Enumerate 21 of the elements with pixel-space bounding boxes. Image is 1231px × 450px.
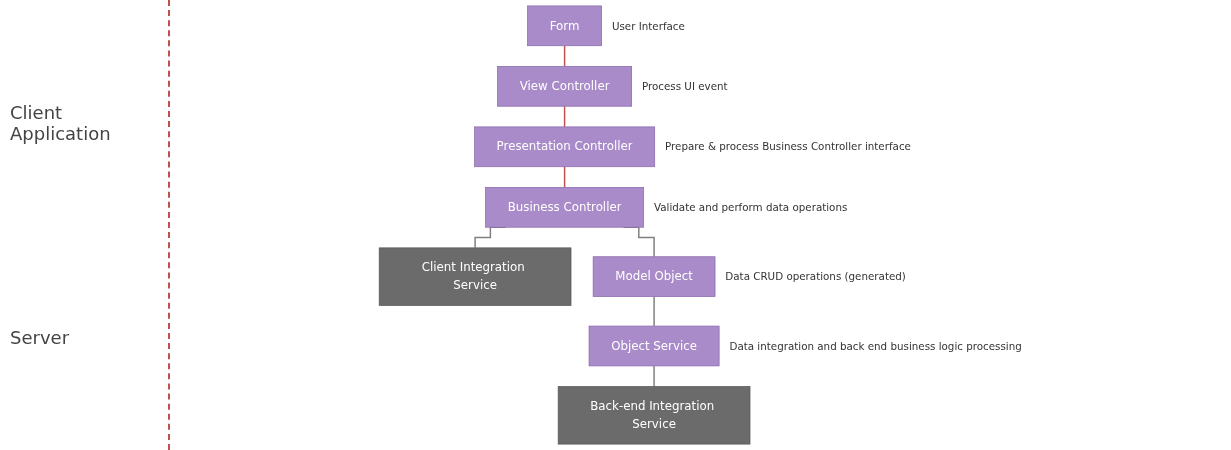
- node-box: Presentation Controller: [474, 126, 656, 168]
- connector: [653, 295, 655, 327]
- connector: [563, 45, 566, 68]
- node-caption: Prepare & process Business Controller interface: [665, 140, 911, 153]
- connector: [563, 105, 566, 128]
- node-box: Business Controller: [485, 187, 645, 228]
- node-caption: User Interface: [611, 19, 685, 32]
- node-box: Object Service: [588, 325, 720, 367]
- node-caption: Data CRUD operations (generated): [725, 270, 906, 283]
- node-box: Client Integration Service: [378, 247, 572, 306]
- node-caption: Process UI event: [641, 80, 728, 92]
- section-label: Client Application: [10, 101, 112, 144]
- node-box: Back-end Integration Service: [557, 386, 751, 445]
- section-label: Server: [10, 327, 71, 349]
- connector: [563, 166, 566, 189]
- node-box: Model Object: [592, 256, 716, 297]
- node-caption: Data integration and back end business logic processing: [729, 339, 1022, 352]
- connector: [653, 365, 655, 388]
- node-caption: Validate and perform data operations: [654, 201, 848, 213]
- node-box: Form: [527, 5, 602, 47]
- node-box: View Controller: [497, 66, 632, 107]
